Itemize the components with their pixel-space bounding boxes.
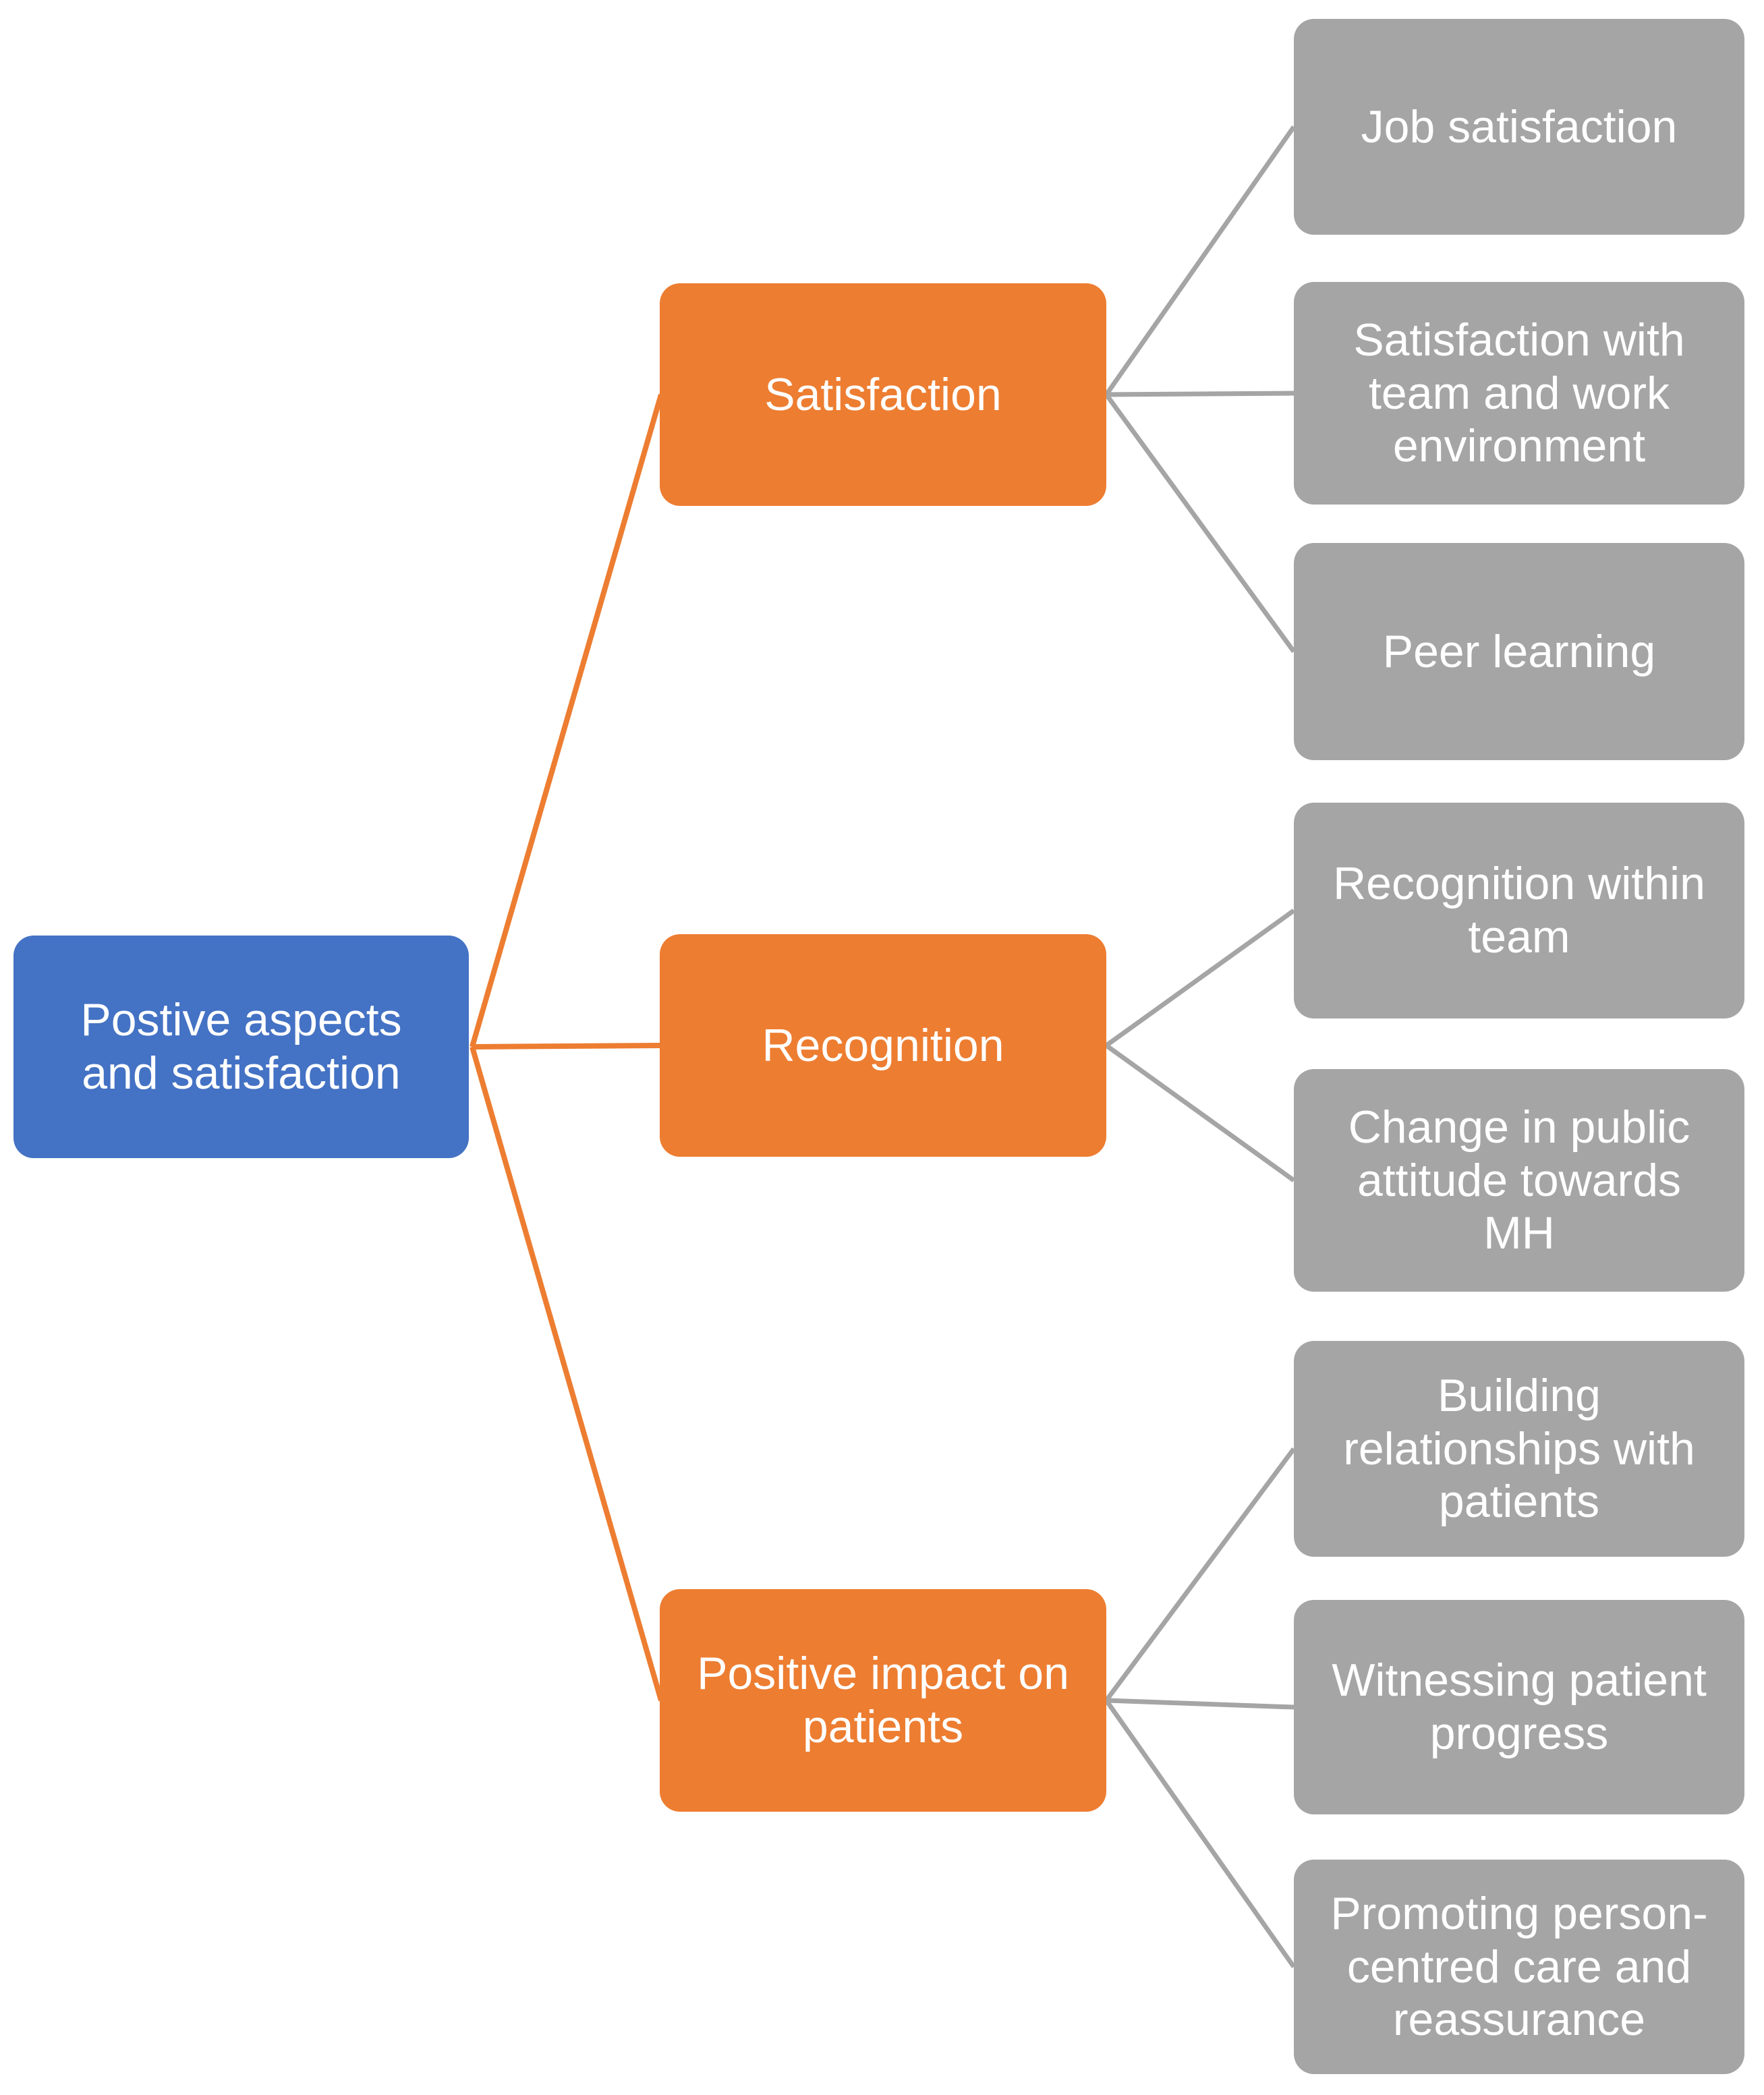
connector-impact-building-relationships: [1104, 1447, 1296, 1702]
connector-satisfaction-job-satisfaction: [1104, 125, 1296, 397]
leaf-node-public-attitude-mh: Change in public attitude towards MH: [1294, 1069, 1744, 1292]
connector-root-recognition: [472, 1043, 662, 1050]
leaf-node-person-centred-care: Promoting person- centred care and reass…: [1294, 1860, 1744, 2074]
connector-root-positive-impact: [470, 1045, 664, 1702]
root-node-positive-aspects: Postive aspects and satisfaction: [13, 936, 469, 1158]
branch-node-recognition: Recognition: [660, 934, 1106, 1157]
branch-node-positive-impact: Positive impact on patients: [660, 1589, 1106, 1812]
leaf-node-job-satisfaction: Job satisfaction: [1294, 19, 1744, 235]
connector-satisfaction-team-environment: [1106, 391, 1294, 397]
leaf-node-witnessing-progress: Witnessing patient progress: [1294, 1600, 1744, 1814]
connector-root-satisfaction: [470, 393, 664, 1048]
connector-impact-witnessing-progress: [1106, 1698, 1294, 1710]
leaf-node-team-environment: Satisfaction with team and work environm…: [1294, 282, 1744, 505]
leaf-node-recognition-within-team: Recognition within team: [1294, 803, 1744, 1018]
leaf-node-peer-learning: Peer learning: [1294, 543, 1744, 760]
connector-satisfaction-peer-learning: [1104, 393, 1296, 654]
connector-recognition-public-attitude: [1104, 1043, 1296, 1182]
connector-recognition-within-team: [1104, 909, 1296, 1048]
connector-impact-person-centred-care: [1104, 1698, 1296, 1969]
leaf-node-building-relationships: Building relationships with patients: [1294, 1341, 1744, 1557]
branch-node-satisfaction: Satisfaction: [660, 283, 1106, 506]
